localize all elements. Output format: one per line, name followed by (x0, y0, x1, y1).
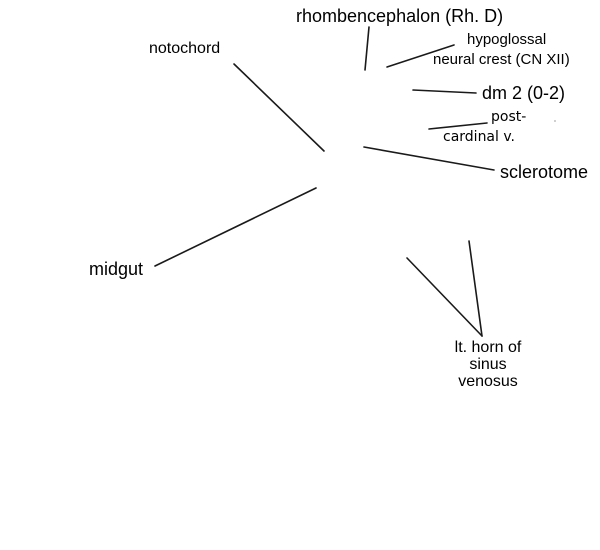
label-hypoglossal-line-2: neural crest (CN XII) (433, 51, 570, 68)
label-hypoglossal-line-1: hypoglossal (467, 31, 547, 48)
leader-notochord (233, 63, 325, 152)
label-sinus-venosus: lt. horn of sinus venosus (438, 339, 538, 390)
label-notochord: notochord (149, 40, 221, 57)
leader-sclerotome (363, 146, 495, 171)
label-dm2: dm 2 (0-2) (482, 83, 566, 103)
stray-mark (554, 120, 556, 122)
leader-sinus-right (468, 240, 483, 337)
leader-sinus-left (406, 257, 483, 337)
label-sinus-line-3: venosus (458, 372, 518, 390)
label-postcardinal-line-1: post- (491, 109, 527, 125)
leader-hypoglossal (386, 44, 455, 68)
label-rhombencephalon: rhombencephalon (Rh. D) (296, 6, 504, 26)
label-sclerotome: sclerotome (500, 162, 589, 182)
leader-dm2 (412, 89, 477, 94)
label-postcardinal-line-2: cardinal v. (443, 129, 516, 145)
leader-midgut (154, 187, 317, 267)
leader-postcardinal (428, 122, 488, 130)
leader-rhombencephalon (364, 26, 370, 71)
label-sinus-line-1: lt. horn of (454, 339, 522, 356)
label-sinus-line-2: sinus (469, 355, 507, 373)
label-midgut: midgut (89, 259, 144, 279)
